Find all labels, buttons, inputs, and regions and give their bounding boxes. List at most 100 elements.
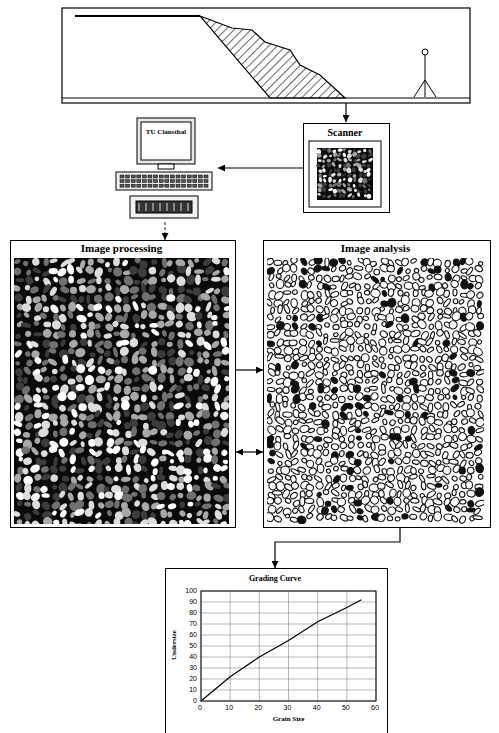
grain [306,418,314,424]
texture-ground [14,258,229,524]
grain [372,355,378,361]
grain [363,149,366,153]
grain [474,281,482,290]
grain [396,266,403,275]
grain [165,309,177,322]
grain [199,292,211,302]
grain [79,285,87,293]
grain [347,441,355,450]
grain [87,421,96,429]
grain [371,330,377,336]
grain [177,331,186,338]
grain [276,274,282,279]
grain [381,505,388,512]
grain [358,172,363,177]
grain [87,278,97,285]
grain [322,369,328,376]
grain [340,281,348,291]
grain [157,492,166,500]
grain [59,373,69,383]
grain [466,452,474,458]
grain [388,338,392,343]
grain [322,175,327,178]
grain [203,493,211,502]
grain [37,426,50,438]
grain [354,376,363,384]
grain [59,304,67,313]
grain [34,409,42,419]
grain [340,426,347,436]
grain [472,328,482,337]
grain [219,410,229,421]
grain [86,521,94,524]
grain [426,346,434,353]
grain [111,444,122,455]
grain [23,377,29,385]
grain [315,297,323,304]
grain [147,294,156,301]
grain [436,328,445,337]
tick-label: 40 [307,703,327,712]
grain [459,499,466,504]
grain [57,448,66,459]
grain [132,386,141,391]
image-panel: Image processing [10,240,236,528]
grain [290,281,296,288]
grain [202,340,214,352]
grain [122,303,131,313]
grain [67,492,75,502]
grain [267,457,275,464]
tick-label: 10 [219,703,239,712]
grain [40,449,49,458]
grain [298,505,305,513]
grain [14,266,23,277]
grain [52,276,59,283]
grain [357,166,364,172]
grain [459,467,466,474]
grain [273,515,282,523]
grain [33,356,43,366]
grain [338,164,342,169]
grain [41,459,47,465]
grain [184,338,194,348]
grain [297,515,307,524]
grain [321,410,330,419]
grain [377,482,386,490]
grain [223,267,229,276]
grain [148,381,158,393]
grain [272,490,282,495]
grain [445,505,453,513]
grain [392,345,403,355]
grain [442,298,451,308]
grain [137,454,149,465]
grain [306,281,312,289]
grain [41,493,50,498]
grain [443,484,449,490]
grain [206,369,212,375]
grain [451,338,457,346]
grain [387,516,393,521]
grain [395,306,404,314]
grain [444,376,451,385]
grain [451,264,461,274]
grain [15,333,22,339]
grain [428,424,436,433]
grain [411,443,417,449]
grain [322,448,329,456]
grain [291,274,296,282]
grain [302,361,307,367]
grain [121,476,131,482]
grain [410,305,419,313]
grain [201,518,211,524]
grain [61,475,69,482]
grain [286,315,291,320]
grain [106,510,112,517]
grain [371,344,379,353]
grain [304,498,314,504]
grain [141,283,147,294]
grain [74,499,85,510]
grain [461,395,466,401]
grain [186,490,197,500]
grain [411,402,418,410]
grain [104,500,115,509]
